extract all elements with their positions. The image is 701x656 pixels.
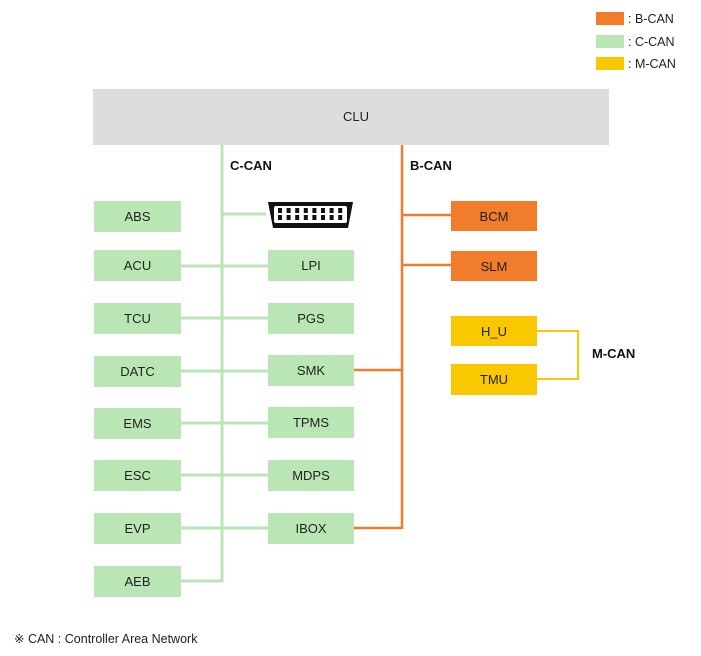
node-evp: EVP [94, 513, 181, 544]
c-can-bus [181, 145, 268, 583]
node-h-u: H_U [451, 316, 537, 346]
esc-label: ESC [124, 468, 151, 483]
obd-pin [338, 208, 343, 213]
ibox-box [268, 513, 354, 544]
node-tmu: TMU [451, 364, 537, 395]
legend: : B-CAN : C-CAN : M-CAN [596, 12, 676, 71]
obd-pin [329, 215, 334, 220]
aeb-label: AEB [124, 574, 150, 589]
m-can-link [537, 330, 579, 380]
tmu-label: TMU [480, 372, 508, 387]
tpms-box [268, 407, 354, 438]
m-can-bus-label: M-CAN [592, 346, 635, 361]
legend-label-b-can: : B-CAN [628, 12, 674, 26]
tmu-box [451, 364, 537, 395]
legend-swatch-c-can [596, 35, 624, 48]
obd-pin [286, 208, 291, 213]
node-datc: DATC [94, 356, 181, 387]
legend-label-c-can: : C-CAN [628, 35, 675, 49]
obd-pin [295, 208, 300, 213]
evp-box [94, 513, 181, 544]
legend-swatch-b-can [596, 12, 624, 25]
slm-box [451, 251, 537, 281]
obd-pin [295, 215, 300, 220]
ems-label: EMS [123, 416, 152, 431]
b-can-bus-label: B-CAN [410, 158, 452, 173]
obd-pin [303, 208, 308, 213]
pgs-box [268, 303, 354, 334]
ibox-label: IBOX [295, 521, 326, 536]
obd-pin [278, 215, 282, 220]
node-pgs: PGS [268, 303, 354, 334]
smk-label: SMK [297, 363, 326, 378]
node-aeb: AEB [94, 566, 181, 597]
node-smk: SMK [268, 355, 354, 386]
obd-connector-icon [268, 202, 353, 228]
node-tcu: TCU [94, 303, 181, 334]
legend-label-m-can: : M-CAN [628, 57, 676, 71]
pgs-label: PGS [297, 311, 325, 326]
bcm-label: BCM [480, 209, 509, 224]
esc-box [94, 460, 181, 491]
obd-pin [321, 215, 325, 220]
obd-pin [278, 208, 282, 213]
slm-label: SLM [481, 259, 508, 274]
h-u-box [451, 316, 537, 346]
footnote: ※ CAN : Controller Area Network [14, 632, 198, 646]
tcu-box [94, 303, 181, 334]
node-ibox: IBOX [268, 513, 354, 544]
clu-box [93, 89, 609, 145]
ems-box [94, 408, 181, 439]
m-can-bus [537, 330, 579, 380]
legend-swatch-m-can [596, 57, 624, 70]
lpi-box [268, 250, 354, 281]
node-acu: ACU [94, 250, 181, 281]
node-slm: SLM [451, 251, 537, 281]
h-u-label: H_U [481, 324, 507, 339]
node-abs: ABS [94, 201, 181, 232]
lpi-label: LPI [301, 258, 321, 273]
mdps-label: MDPS [292, 468, 330, 483]
obd-pin [338, 215, 343, 220]
mdps-box [268, 460, 354, 491]
node-mdps: MDPS [268, 460, 354, 491]
aeb-box [94, 566, 181, 597]
node-tpms: TPMS [268, 407, 354, 438]
datc-box [94, 356, 181, 387]
obd-pin [329, 208, 334, 213]
c-can-bus-label: C-CAN [230, 158, 272, 173]
node-esc: ESC [94, 460, 181, 491]
bcm-box [451, 201, 537, 231]
obd-pin [321, 208, 325, 213]
abs-box [94, 201, 181, 232]
node-bcm: BCM [451, 201, 537, 231]
clu-block: CLU [93, 89, 609, 145]
tcu-label: TCU [124, 311, 151, 326]
tpms-label: TPMS [293, 415, 329, 430]
node-lpi: LPI [268, 250, 354, 281]
obd-pin [303, 215, 308, 220]
abs-label: ABS [124, 209, 150, 224]
obd-pin [286, 215, 291, 220]
evp-label: EVP [124, 521, 150, 536]
obd-pin [312, 215, 317, 220]
clu-label: CLU [343, 109, 369, 124]
acu-label: ACU [124, 258, 151, 273]
smk-box [268, 355, 354, 386]
b-can-bus [354, 145, 451, 530]
obd-pin [312, 208, 317, 213]
datc-label: DATC [120, 364, 154, 379]
acu-box [94, 250, 181, 281]
node-ems: EMS [94, 408, 181, 439]
